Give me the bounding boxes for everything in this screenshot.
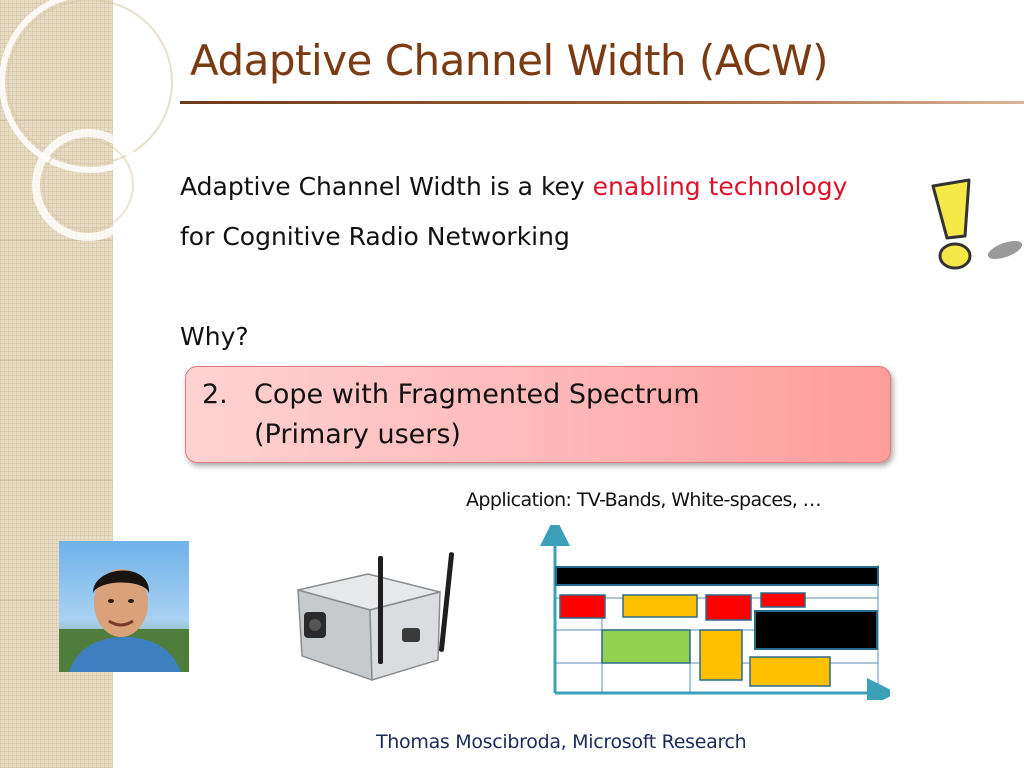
application-caption: Application: TV-Bands, White-spaces, … [466,489,822,511]
spectrum-block [622,594,698,618]
spectrum-block [754,610,878,650]
reason-callout: 2. Cope with Fragmented Spectrum (Primar… [185,366,891,463]
statement-line-1: Adaptive Channel Width is a key enabling… [180,172,847,201]
sidebar-tile-seam [0,120,113,121]
decorative-rings [0,0,181,241]
reason-number: 2. [202,379,228,410]
decorative-sidebar [0,0,113,768]
spectrum-block [601,629,691,664]
wireless-router-image [297,552,455,682]
title-underline [180,101,1024,104]
spectrum-block [559,594,606,619]
statement-highlight: enabling technology [592,172,848,201]
fragmented-spectrum-diagram [540,525,890,700]
author-photo [59,541,189,672]
statement-line-2: for Cognitive Radio Networking [180,222,570,251]
sidebar-tile-seam [0,600,113,601]
spectrum-block [555,566,879,586]
sidebar-tile-seam [0,240,113,241]
statement-prefix: Adaptive Channel Width is a key [180,172,593,201]
reason-line-1: Cope with Fragmented Spectrum [254,379,700,410]
spectrum-block [749,656,831,687]
slide-title: Adaptive Channel Width (ACW) [190,36,829,85]
sidebar-tile-seam [0,360,113,361]
spectrum-block [699,629,743,681]
question-text: Why? [180,322,249,351]
spectrum-block [705,594,752,621]
spectrum-blocks [555,566,879,687]
sidebar-tile-seam [0,480,113,481]
exclamation-icon [931,178,1023,270]
footer-credit: Thomas Moscibroda, Microsoft Research [376,731,747,753]
spectrum-block [760,592,806,608]
reason-line-2: (Primary users) [254,419,461,450]
